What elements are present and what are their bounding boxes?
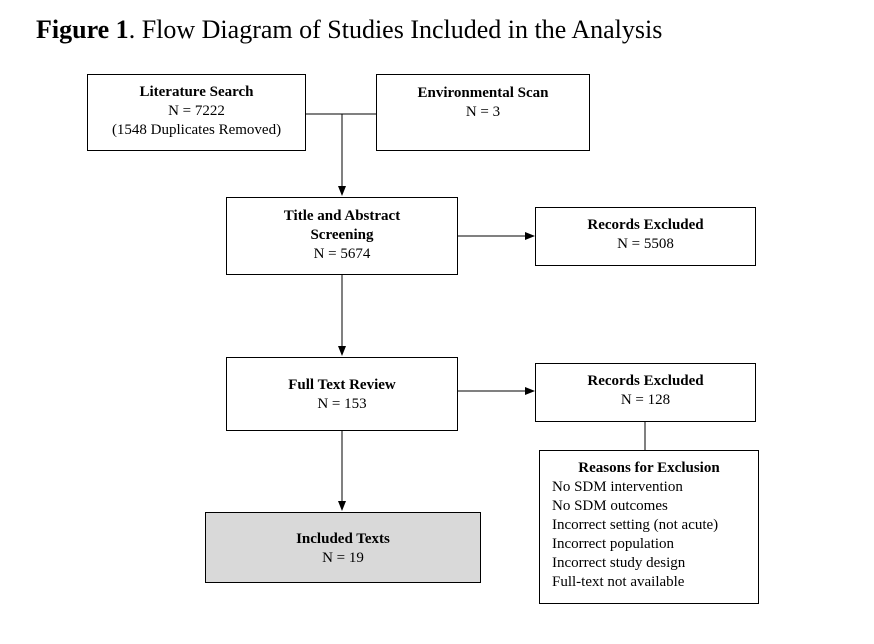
reason-item: Incorrect study design xyxy=(552,555,686,571)
included-title: Included Texts xyxy=(296,531,390,547)
excluded-full-text-title: Records Excluded xyxy=(587,373,704,389)
reason-item: Incorrect setting (not acute) xyxy=(552,517,719,533)
reason-item: No SDM intervention xyxy=(552,479,683,495)
reason-item: No SDM outcomes xyxy=(552,498,668,514)
figure-title: Figure 1. Flow Diagram of Studies Includ… xyxy=(36,14,662,46)
screening-title-line2: Screening xyxy=(310,227,374,243)
excluded-screening-box: Records Excluded N = 5508 xyxy=(535,207,756,266)
environmental-scan-box: Environmental Scan N = 3 xyxy=(376,74,590,151)
figure-caption: . Flow Diagram of Studies Included in th… xyxy=(128,15,663,44)
screening-box: Title and Abstract Screening N = 5674 xyxy=(226,197,458,275)
full-text-count: N = 153 xyxy=(317,396,367,412)
literature-search-title: Literature Search xyxy=(139,84,254,100)
full-text-title: Full Text Review xyxy=(288,377,396,393)
literature-search-note: (1548 Duplicates Removed) xyxy=(111,122,282,138)
excluded-full-text-count: N = 128 xyxy=(620,392,671,408)
excluded-full-text-box: Records Excluded N = 128 xyxy=(535,363,756,422)
reason-item: Incorrect population xyxy=(552,536,675,552)
reason-item: Full-text not available xyxy=(552,574,685,590)
screening-title-line1: Title and Abstract xyxy=(283,208,401,224)
included-count: N = 19 xyxy=(322,550,364,566)
environmental-scan-title: Environmental Scan xyxy=(417,85,549,101)
literature-search-box: Literature Search N = 7222 (1548 Duplica… xyxy=(87,74,306,151)
excluded-screening-title: Records Excluded xyxy=(587,217,704,233)
figure-label: Figure 1 xyxy=(36,15,129,44)
full-text-box: Full Text Review N = 153 xyxy=(226,357,458,431)
literature-search-count: N = 7222 xyxy=(168,103,225,119)
excluded-screening-count: N = 5508 xyxy=(617,236,674,252)
environmental-scan-count: N = 3 xyxy=(465,104,501,120)
screening-count: N = 5674 xyxy=(313,246,371,262)
included-texts-box: Included Texts N = 19 xyxy=(205,512,481,583)
reasons-title: Reasons for Exclusion xyxy=(578,460,720,476)
reasons-box: Reasons for Exclusion No SDM interventio… xyxy=(539,450,759,604)
